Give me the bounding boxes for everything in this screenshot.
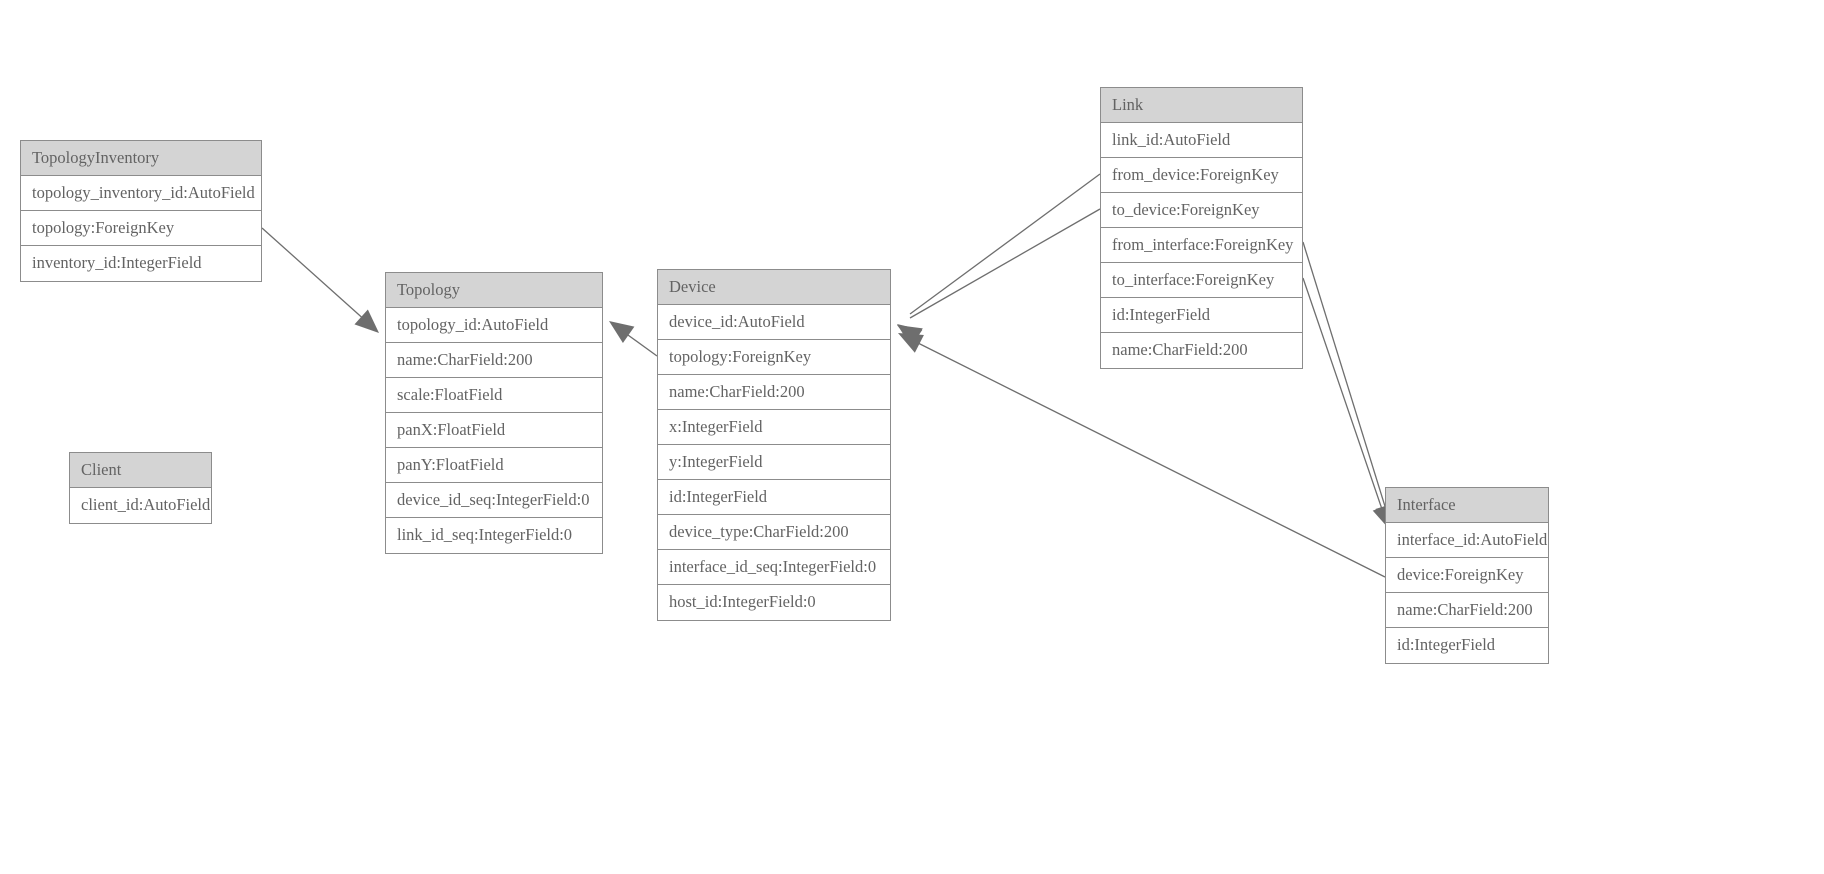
entity-title-link: Link xyxy=(1101,88,1302,123)
relationship-topologyinventory-topology xyxy=(261,227,379,333)
entity-field-device-1[interactable]: topology:ForeignKey xyxy=(658,340,890,375)
entity-field-topology-3[interactable]: panX:FloatField xyxy=(386,413,602,448)
entity-field-interface-0[interactable]: interface_id:AutoField xyxy=(1386,523,1548,558)
entity-field-device-3[interactable]: x:IntegerField xyxy=(658,410,890,445)
entity-field-topology_inventory-2[interactable]: inventory_id:IntegerField xyxy=(21,246,261,281)
entity-title-device: Device xyxy=(658,270,890,305)
entity-field-topology-6[interactable]: link_id_seq:IntegerField:0 xyxy=(386,518,602,553)
entity-field-topology_inventory-0[interactable]: topology_inventory_id:AutoField xyxy=(21,176,261,211)
arrowhead-icon-interface-device xyxy=(898,333,924,353)
relationship-line-link-from_device xyxy=(909,173,1101,315)
relationship-line-link-to_device xyxy=(909,208,1101,319)
entity-field-link-0[interactable]: link_id:AutoField xyxy=(1101,123,1302,158)
entity-field-device-2[interactable]: name:CharField:200 xyxy=(658,375,890,410)
entity-field-device-4[interactable]: y:IntegerField xyxy=(658,445,890,480)
relationship-link-to_device xyxy=(897,208,1101,346)
entity-field-device-0[interactable]: device_id:AutoField xyxy=(658,305,890,340)
arrowhead-icon-topologyinventory-topology xyxy=(354,309,379,333)
entity-field-device-6[interactable]: device_type:CharField:200 xyxy=(658,515,890,550)
entity-field-client-0[interactable]: client_id:AutoField xyxy=(70,488,211,523)
arrowhead-icon-link-from_device xyxy=(897,324,923,347)
relationship-line-topologyinventory-topology xyxy=(261,227,368,323)
entity-field-topology_inventory-1[interactable]: topology:ForeignKey xyxy=(21,211,261,246)
entity-title-interface: Interface xyxy=(1386,488,1548,523)
relationship-line-interface-device xyxy=(911,339,1386,578)
entity-title-topology_inventory: TopologyInventory xyxy=(21,141,261,176)
entity-field-link-5[interactable]: id:IntegerField xyxy=(1101,298,1302,333)
entity-field-interface-1[interactable]: device:ForeignKey xyxy=(1386,558,1548,593)
entity-field-topology-4[interactable]: panY:FloatField xyxy=(386,448,602,483)
entity-field-device-5[interactable]: id:IntegerField xyxy=(658,480,890,515)
relationship-line-link-to_interface xyxy=(1302,277,1386,519)
entity-field-interface-3[interactable]: id:IntegerField xyxy=(1386,628,1548,663)
entity-field-topology-5[interactable]: device_id_seq:IntegerField:0 xyxy=(386,483,602,518)
entity-title-client: Client xyxy=(70,453,211,488)
relationship-link-from_device xyxy=(897,173,1101,347)
arrowhead-icon-device-topology xyxy=(609,321,635,343)
relationship-device-topology xyxy=(609,321,658,357)
entity-field-link-4[interactable]: to_interface:ForeignKey xyxy=(1101,263,1302,298)
entity-field-device-7[interactable]: interface_id_seq:IntegerField:0 xyxy=(658,550,890,585)
entity-field-link-2[interactable]: to_device:ForeignKey xyxy=(1101,193,1302,228)
entity-field-topology-0[interactable]: topology_id:AutoField xyxy=(386,308,602,343)
entity-field-link-3[interactable]: from_interface:ForeignKey xyxy=(1101,228,1302,263)
entity-field-link-1[interactable]: from_device:ForeignKey xyxy=(1101,158,1302,193)
entity-field-interface-2[interactable]: name:CharField:200 xyxy=(1386,593,1548,628)
entity-title-topology: Topology xyxy=(386,273,602,308)
entity-field-link-6[interactable]: name:CharField:200 xyxy=(1101,333,1302,368)
entity-field-device-8[interactable]: host_id:IntegerField:0 xyxy=(658,585,890,620)
arrowhead-icon-link-to_device xyxy=(897,325,923,346)
entity-field-topology-1[interactable]: name:CharField:200 xyxy=(386,343,602,378)
entity-field-topology-2[interactable]: scale:FloatField xyxy=(386,378,602,413)
relationship-line-device-topology xyxy=(620,329,658,357)
relationship-line-link-from_interface xyxy=(1302,241,1389,517)
